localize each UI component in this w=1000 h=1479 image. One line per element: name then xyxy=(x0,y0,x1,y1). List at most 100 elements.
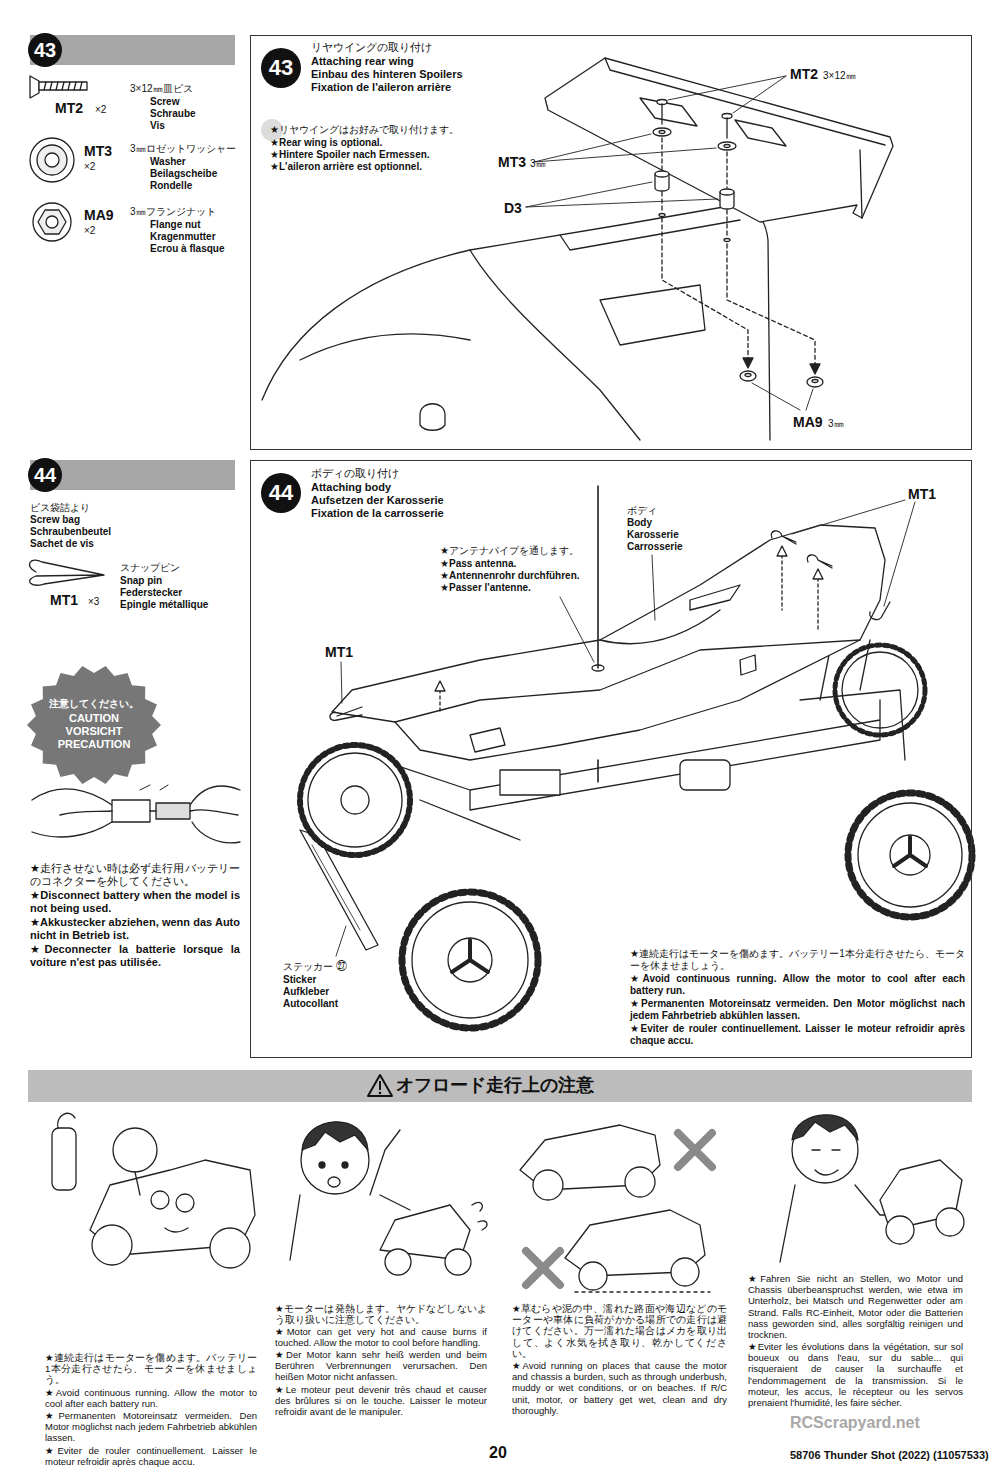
connector-illustration xyxy=(112,800,150,822)
child-cartoon xyxy=(792,1115,858,1140)
label-text: ★Antennenrohr durchführen. xyxy=(440,570,580,582)
arrowhead xyxy=(813,569,823,579)
note-text: ★草むらや泥の中、濡れた路面や海辺などのモーターや車体に負荷がかかる場所での走行… xyxy=(512,1303,727,1359)
snap-pin-part xyxy=(807,555,832,568)
wing-hardware xyxy=(745,374,751,377)
wheel xyxy=(448,938,492,982)
label-text: ★Rear wing is optional. xyxy=(270,137,382,149)
note-text: ★走行させない時は必ず走行用バッテリーのコネクターを外してください。 xyxy=(30,862,240,888)
warning-triangle xyxy=(368,1075,392,1096)
child-cartoon xyxy=(328,1177,340,1187)
wing-hardware xyxy=(653,100,823,388)
screw-part xyxy=(30,76,87,98)
dashed-arrow xyxy=(440,555,818,712)
label-text: Karosserie xyxy=(627,529,679,541)
buggy-cartoon xyxy=(520,1125,660,1200)
wing-hardware xyxy=(810,364,820,374)
step-panel: 43リヤウイングの取り付けAttaching rear wingEinbau d… xyxy=(250,35,972,450)
label-text: ボディ xyxy=(627,505,657,517)
wing-hardware xyxy=(807,377,823,387)
child-cartoon xyxy=(780,1115,964,1262)
wheel xyxy=(402,892,538,1028)
caution-text: 注意してください。 xyxy=(26,698,162,710)
snap-pin-part xyxy=(771,531,796,544)
wing-hardware xyxy=(655,171,669,177)
child-cartoon xyxy=(886,1216,914,1244)
note-text: ★Avoid continuous running. Allow the mot… xyxy=(630,973,965,997)
part-code: MT3 xyxy=(84,143,112,160)
step-panel: 44ボディの取り付けAttaching bodyAufsetzen der Ka… xyxy=(250,460,972,1058)
label-text: Sticker xyxy=(283,974,316,986)
buggy-cartoon xyxy=(176,1194,194,1212)
connector-illustration xyxy=(140,785,168,790)
arrowhead xyxy=(777,546,787,556)
wing-hardware xyxy=(726,118,727,138)
rear-wing xyxy=(640,98,697,126)
label-text: 3㎜ロゼットワッシャー xyxy=(130,143,236,155)
washer-part xyxy=(37,145,67,175)
step-title: リヤウイングの取り付け xyxy=(311,41,432,54)
label-text: ステッカー xyxy=(283,961,333,973)
label-text: Rondelle xyxy=(150,180,192,192)
warning-triangle xyxy=(368,1075,392,1096)
buggy-cartoon xyxy=(565,1210,710,1292)
buggy-cartoon xyxy=(385,1249,411,1275)
step-header: 44 xyxy=(30,460,235,490)
buggy-cartoon xyxy=(575,1291,710,1292)
step-title: Fixation de l'aileron arrière xyxy=(311,81,451,94)
wing-hardware xyxy=(720,189,734,195)
buggy-cartoon xyxy=(445,1249,471,1275)
note-text: ★Motor can get very hot and cause burns … xyxy=(275,1326,487,1348)
connector-illustration xyxy=(156,803,190,819)
label-text: Vis xyxy=(150,120,165,132)
label-text: 3㎜ xyxy=(530,158,546,170)
banner-ground xyxy=(28,1070,972,1102)
label-text: ×2 xyxy=(84,161,95,173)
step-title: Fixation de la carrosserie xyxy=(311,507,444,520)
label-text: ㉗ xyxy=(336,960,347,973)
child-cartoon xyxy=(319,1162,325,1168)
wheel xyxy=(858,803,962,907)
wheel xyxy=(300,745,410,855)
buggy-cartoon xyxy=(380,1203,487,1275)
label-text: Screw xyxy=(150,96,179,108)
buggy-cartoon xyxy=(165,1228,188,1232)
part-code: MA9 xyxy=(84,207,114,224)
arrowhead xyxy=(435,546,823,691)
wing-hardware xyxy=(659,131,665,134)
note-text: ★Eviter de rouler continuellement. Laiss… xyxy=(45,1445,257,1467)
label-text: Beilagscheibe xyxy=(150,168,217,180)
snap-pin-part xyxy=(29,560,104,585)
body-outline xyxy=(300,334,470,360)
label-text: ★Hintere Spoiler nach Ermessen. xyxy=(270,149,430,161)
label-text: 3×12㎜皿ビス xyxy=(130,83,193,95)
label-text: Schraube xyxy=(150,108,196,120)
note-text: ★Avoid running on places that cause the … xyxy=(512,1360,727,1416)
label-text: ★アンテナパイプを通します。 xyxy=(440,545,579,557)
label-text: 3㎜フランジナット xyxy=(130,206,216,218)
label-text: Kragenmutter xyxy=(150,231,216,243)
washer-part xyxy=(30,138,74,182)
label-text: ★L'aileron arrière est optionnel. xyxy=(270,161,422,173)
washer-part xyxy=(30,138,74,182)
note-text: ★Akkustecker abziehen, wenn das Auto nic… xyxy=(30,916,240,942)
step-title: Attaching body xyxy=(311,481,391,494)
buggy-cartoon xyxy=(472,1203,487,1230)
label-text: ×3 xyxy=(88,596,99,608)
label-text: Screw bag xyxy=(30,514,80,526)
battery-cartoon xyxy=(52,1113,76,1190)
note-text: ★Der Motor kann sehr heiß werden und bei… xyxy=(275,1349,487,1383)
battery-cartoon xyxy=(52,1128,76,1190)
antenna xyxy=(597,486,598,782)
screw-part xyxy=(44,82,82,90)
caution-text: PRECAUTION xyxy=(26,738,162,751)
label-text: Washer xyxy=(150,156,186,168)
label-text: ×2 xyxy=(95,104,106,116)
body-outline xyxy=(262,205,770,440)
wing-hardware xyxy=(662,138,815,366)
note-text: ★Permanenten Motoreinsatz vermeiden. Den… xyxy=(45,1410,257,1444)
note-text: ★Le moteur peut devenir très chaud et ca… xyxy=(275,1384,487,1418)
buggy-body xyxy=(332,525,885,760)
buggy-body xyxy=(395,585,860,752)
wheel xyxy=(890,835,930,875)
